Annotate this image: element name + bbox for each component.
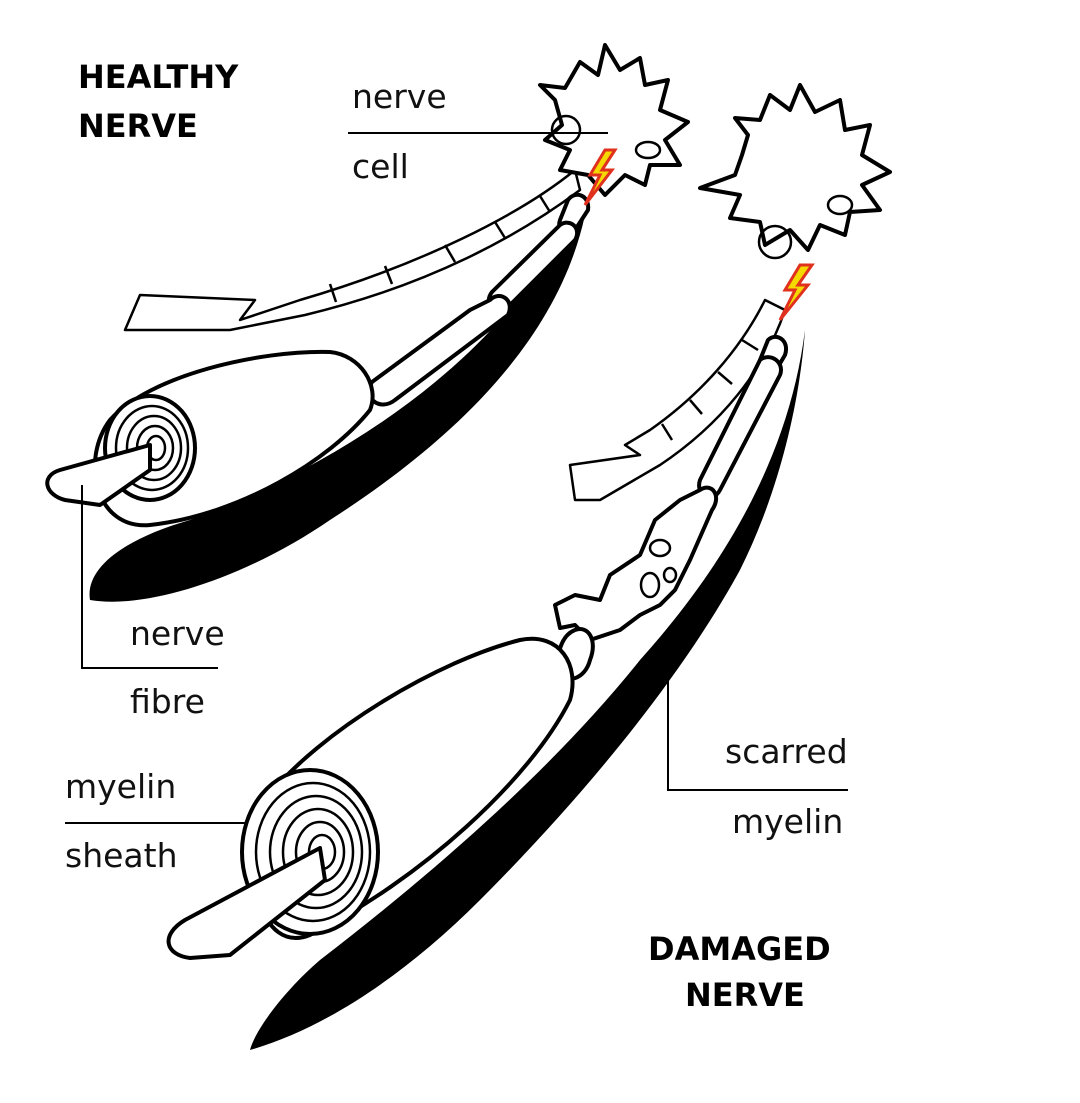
- healthy-fibre-shadow: [89, 215, 585, 602]
- damaged-nerve-title-line2: NERVE: [685, 976, 805, 1014]
- scarred-myelin-patch: [553, 485, 719, 642]
- myelin-sheath-label-line2: sheath: [65, 836, 178, 875]
- myelin-sheath-label-line1: myelin: [65, 767, 176, 806]
- damaged-nerve-title-line1: DAMAGED: [648, 930, 831, 968]
- scarred-myelin-label-line2: myelin: [732, 802, 843, 841]
- healthy-signal-arrow: [123, 168, 582, 332]
- nerve-fibre-leader: [81, 485, 218, 669]
- healthy-axon-stub: [45, 443, 152, 507]
- scarred-myelin-holes: [639, 538, 678, 599]
- healthy-nerve: [45, 43, 690, 602]
- damaged-nerve: [166, 83, 892, 1050]
- scarred-myelin-label-line1: scarred: [725, 732, 848, 771]
- damaged-nerve-cell: [698, 83, 892, 252]
- damaged-arrow-segments: [660, 338, 759, 441]
- damaged-axon-stub: [166, 846, 327, 960]
- damaged-cell-nucleus: [757, 224, 793, 260]
- scarred-myelin-leader: [667, 650, 848, 791]
- damaged-impulse-spark: [778, 263, 815, 321]
- healthy-cell-nucleus: [550, 114, 582, 146]
- healthy-nerve-title-line1: HEALTHY: [78, 58, 239, 96]
- healthy-impulse-spark: [583, 148, 618, 206]
- damaged-fibre-shadow: [250, 330, 805, 1050]
- healthy-arrow-segments: [328, 195, 552, 303]
- healthy-nerve-cell: [538, 43, 690, 197]
- nerve-fibre-label-line2: fibre: [130, 682, 205, 721]
- nerve-cell-label-line1: nerve: [352, 77, 447, 116]
- nerve-fibre-label-line1: nerve: [130, 614, 225, 653]
- healthy-nerve-title-line2: NERVE: [78, 107, 198, 145]
- nerve-cell-label-line2: cell: [352, 147, 409, 186]
